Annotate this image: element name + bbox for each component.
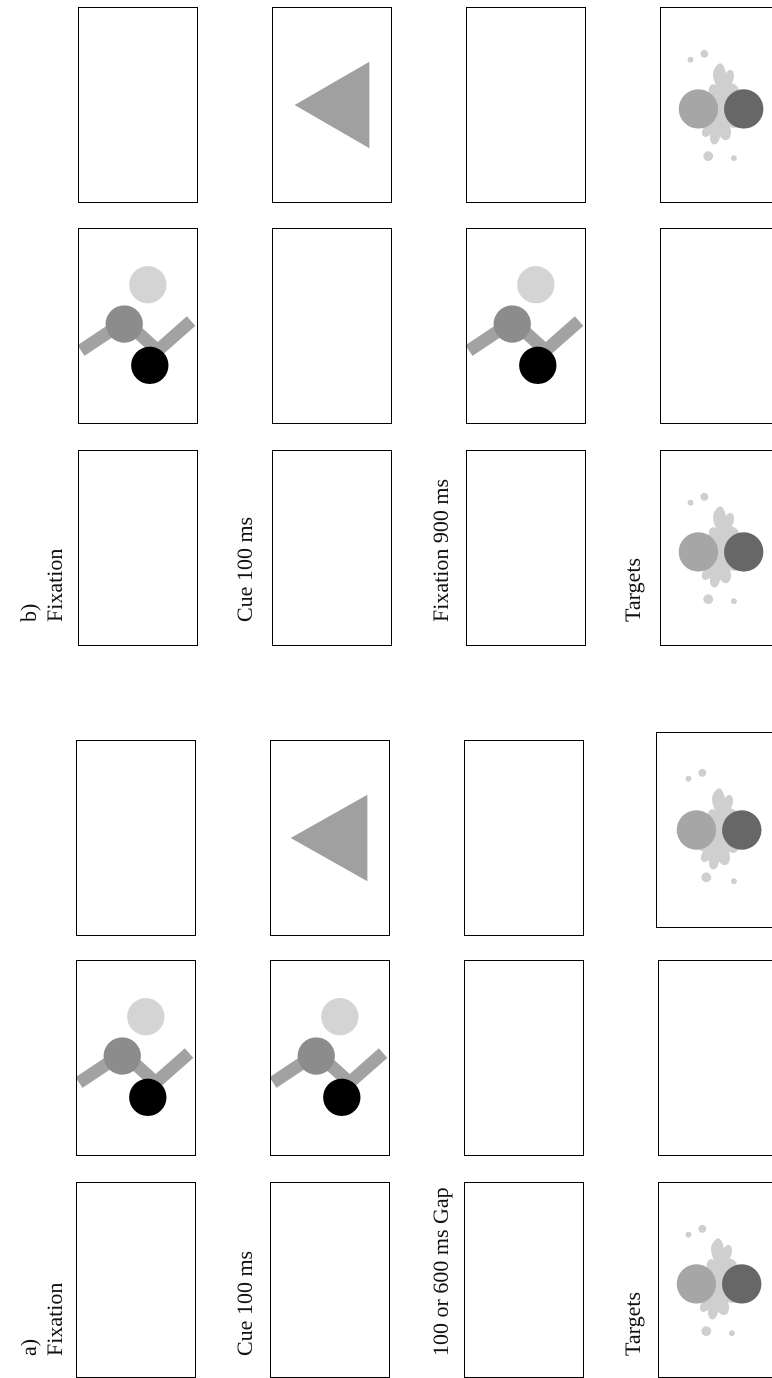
dark-circle: [129, 1079, 166, 1116]
dark-circle: [519, 347, 556, 384]
light-circle: [129, 266, 166, 303]
splash-dot: [700, 50, 708, 58]
panel-a-row-2-label: Cue 100 ms: [234, 1251, 256, 1356]
targets-graphic: [657, 733, 772, 927]
splash-dot: [700, 493, 708, 501]
splash-dot: [698, 1225, 706, 1233]
panel-a-row-4-label: Targets: [622, 1292, 644, 1356]
panel-b-cue-screen-empty-bottom: [272, 450, 392, 646]
mid-circle: [298, 1037, 335, 1074]
target-right-circle: [722, 810, 761, 849]
panel-a-fixation-screen-stimulus: [76, 960, 196, 1156]
splash-dot: [703, 151, 713, 161]
splash-dot: [688, 57, 694, 63]
splash-dot: [686, 1232, 692, 1238]
splash-dot: [731, 598, 737, 604]
light-circle: [127, 998, 164, 1035]
mid-circle: [494, 305, 531, 342]
panel-a-fixation-screen-empty-top: [76, 740, 196, 936]
splash-dot: [729, 1330, 735, 1336]
panel-b-targets-screen-bottom: [660, 450, 772, 646]
splash-dot: [731, 155, 737, 161]
target-left-circle: [679, 89, 718, 128]
panel-a-cue-screen-stimulus: [270, 960, 390, 1156]
splash-dot: [688, 500, 694, 506]
panel-b-fixation-label: Fixation: [42, 549, 68, 622]
target-right-circle: [724, 532, 763, 571]
panel-b-fixation-screen-empty-top: [78, 7, 198, 203]
splash-dot: [701, 1326, 711, 1336]
cue-triangle: [291, 795, 368, 882]
targets-graphic: [661, 8, 772, 202]
cue-stimulus-graphic: [271, 961, 389, 1155]
panel-a-gap-screen-empty-top: [464, 740, 584, 936]
panel-b-row-2-label: Cue 100 ms: [234, 517, 256, 622]
panel-b-letter: b): [16, 549, 42, 622]
light-circle: [517, 266, 554, 303]
panel-b-row-1-label: b) Fixation: [16, 549, 68, 622]
panel-b-row-4-label: Targets: [622, 558, 644, 622]
panel-b-fixation900-screen-empty-bottom: [466, 450, 586, 646]
panel-a-fixation-label: Fixation: [42, 1283, 68, 1356]
panel-b-cue-screen-arrow: [272, 7, 392, 203]
panel-b-cue-screen-empty-middle: [272, 228, 392, 424]
splash-dot: [701, 872, 711, 882]
target-left-circle: [677, 810, 716, 849]
targets-graphic: [661, 451, 772, 645]
targets-graphic: [659, 1183, 772, 1377]
cue-graphic: [271, 741, 389, 935]
target-left-circle: [679, 532, 718, 571]
panel-a-cue-screen-arrow: [270, 740, 390, 936]
cue-triangle: [295, 62, 370, 149]
splash-dot: [703, 594, 713, 604]
panel-a-gap-screen-empty-bottom: [464, 1182, 584, 1378]
panel-b-row-3-label: Fixation 900 ms: [430, 479, 452, 622]
target-left-circle: [677, 1264, 716, 1303]
panel-b-fixation-screen-empty-bottom: [78, 450, 198, 646]
fixation-stimulus-graphic: [79, 229, 197, 423]
panel-b-fixation-screen-stimulus: [78, 228, 198, 424]
splash-dot: [698, 769, 706, 777]
target-right-circle: [724, 89, 763, 128]
light-circle: [321, 998, 358, 1035]
panel-a-targets-screen-top: [656, 732, 772, 928]
panel-a-row-3-label: 100 or 600 ms Gap: [430, 1187, 452, 1356]
splash-dot: [731, 878, 737, 884]
panel-a-fixation-screen-empty-bottom: [76, 1182, 196, 1378]
fixation900-stimulus-graphic: [467, 229, 585, 423]
panel-a-targets-screen-bottom: [658, 1182, 772, 1378]
cue-graphic: [273, 8, 391, 202]
splash-dot: [686, 776, 692, 782]
panel-b-fixation900-screen-stimulus: [466, 228, 586, 424]
panel-a-letter: a): [16, 1283, 42, 1356]
panel-a-targets-screen-empty: [658, 960, 772, 1156]
panel-a-row-1-label: a) Fixation: [16, 1283, 68, 1356]
panel-b-targets-screen-top: [660, 7, 772, 203]
panel-b-targets-screen-empty: [660, 228, 772, 424]
mid-circle: [106, 305, 143, 342]
mid-circle: [104, 1037, 141, 1074]
panel-a-gap-screen-empty-middle: [464, 960, 584, 1156]
panel-b-fixation900-screen-empty-top: [466, 7, 586, 203]
dark-circle: [323, 1079, 360, 1116]
dark-circle: [131, 347, 168, 384]
fixation-stimulus-graphic: [77, 961, 195, 1155]
panel-a-cue-screen-empty-bottom: [270, 1182, 390, 1378]
target-right-circle: [722, 1264, 761, 1303]
